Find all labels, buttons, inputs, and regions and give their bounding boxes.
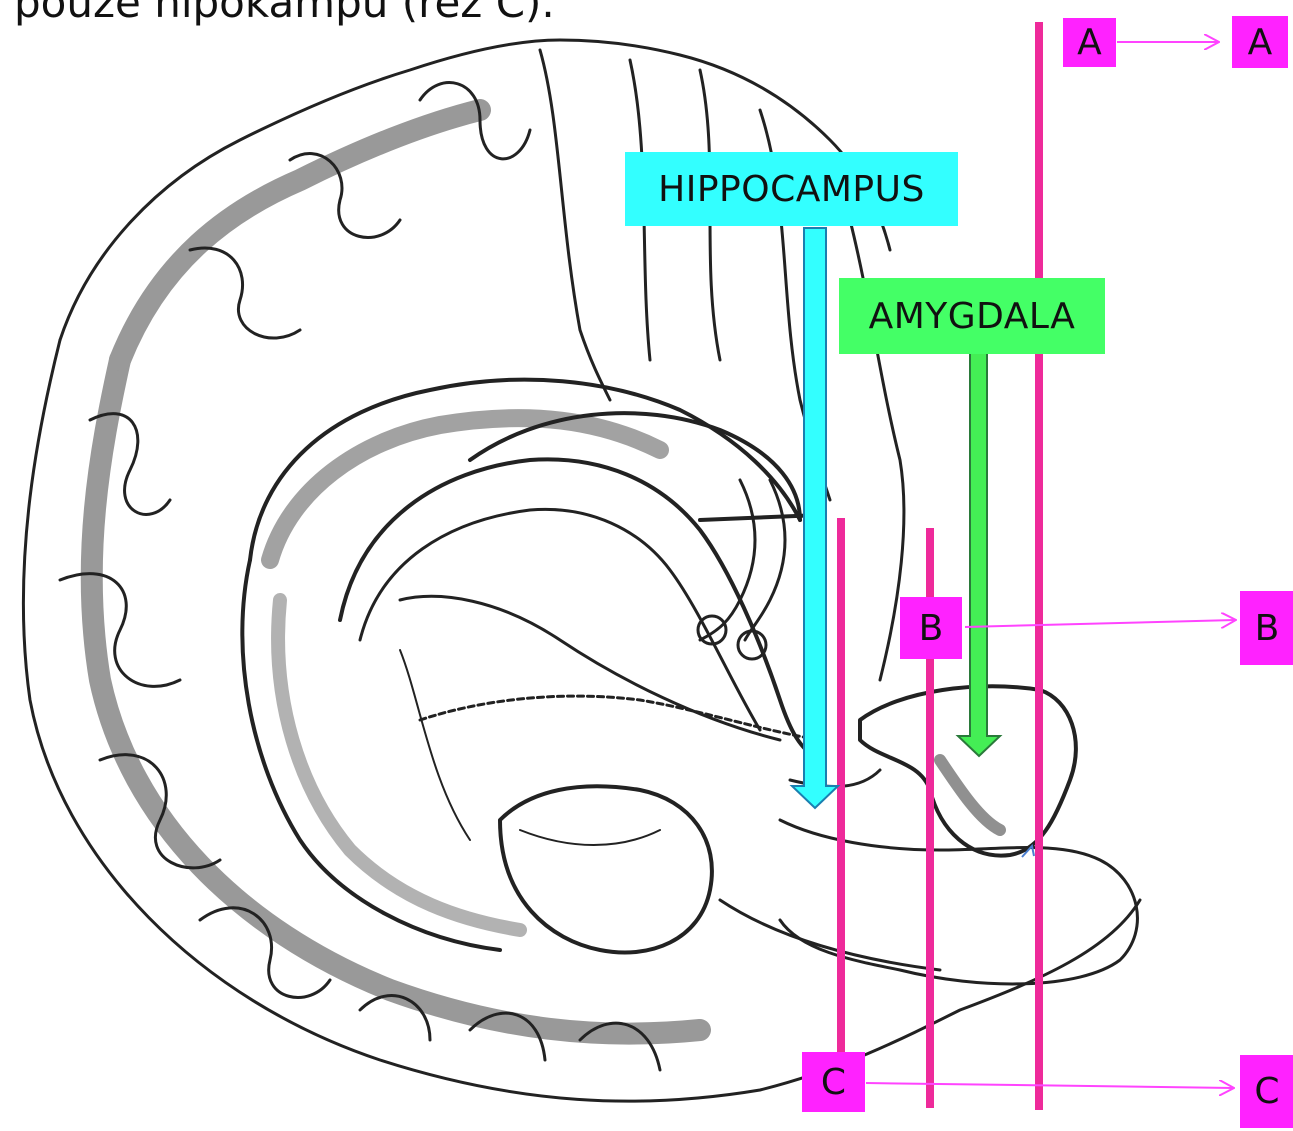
section-label-a-left: A <box>1063 18 1116 67</box>
section-label-c-right: C <box>1240 1055 1293 1128</box>
section-label-c-left: C <box>802 1052 865 1112</box>
section-label-a-right: A <box>1232 16 1288 68</box>
hippocampus-label-text: HIPPOCAMPUS <box>658 169 925 210</box>
amygdala-label: AMYGDALA <box>839 278 1105 354</box>
section-label-b-right: B <box>1240 591 1293 665</box>
connector-b <box>965 620 1235 627</box>
section-label-b-left: B <box>900 597 962 659</box>
connector-c <box>866 1083 1233 1088</box>
hippocampus-label: HIPPOCAMPUS <box>625 152 958 226</box>
amygdala-label-text: AMYGDALA <box>869 296 1076 337</box>
amygdala-arrow <box>958 353 1000 756</box>
